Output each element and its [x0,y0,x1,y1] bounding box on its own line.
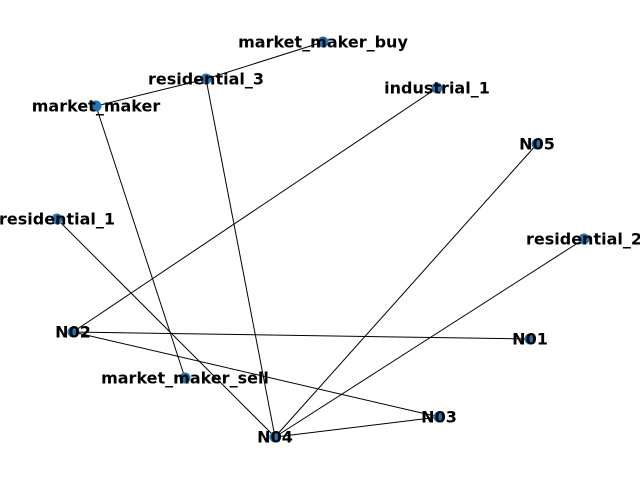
edge-residential_1-N04 [56,218,276,438]
node-N05 [531,138,543,150]
node-residential_3 [200,73,212,85]
node-industrial_1 [431,82,443,94]
nodes-layer [51,36,590,443]
edge-residential_2-N04 [274,238,585,438]
node-label-N04: N04 [257,428,293,447]
node-label-industrial_1: industrial_1 [384,79,490,98]
edge-residential_3-market_maker [95,78,207,107]
node-label-N02: N02 [55,323,91,342]
edges-layer [56,41,585,438]
edge-market_maker-market_maker_sell [95,105,186,379]
node-label-N05: N05 [519,135,555,154]
node-label-market_maker_buy: market_maker_buy [238,33,408,52]
node-N03 [433,411,445,423]
edge-N03-N04 [274,416,440,438]
edge-residential_3-N04 [205,78,276,438]
node-label-residential_3: residential_3 [148,70,264,89]
node-label-market_maker_sell: market_maker_sell [101,369,269,388]
node-N02 [67,326,79,338]
labels-layer: market_maker_buy residential_3 market_make… [0,33,640,447]
node-label-N03: N03 [421,408,457,427]
node-label-residential_1: residential_1 [0,210,115,229]
node-market_maker [90,100,102,112]
edge-market_maker_buy-residential_3 [205,41,324,80]
node-market_maker_buy [317,36,329,48]
edge-N02-N03 [72,331,440,418]
node-residential_1 [51,213,63,225]
edge-N05-N04 [274,143,538,438]
node-N04 [269,431,281,443]
node-label-N01: N01 [512,330,548,349]
node-label-market_maker: market_maker [32,97,161,116]
edge-industrial_1-N02 [72,87,438,333]
node-market_maker_sell [179,372,191,384]
node-N01 [524,333,536,345]
node-label-residential_2: residential_2 [526,230,640,249]
edge-N02-N01 [72,331,531,340]
node-residential_2 [578,233,590,245]
